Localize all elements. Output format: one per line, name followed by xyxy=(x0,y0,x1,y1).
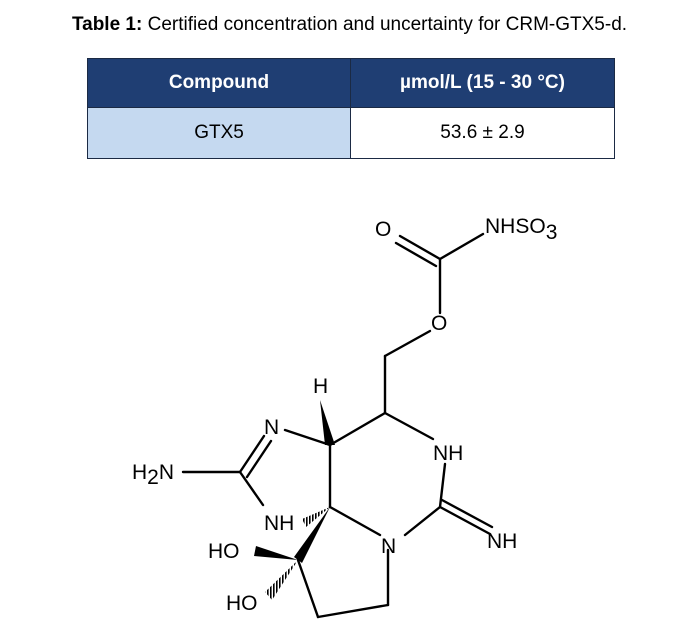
structure-bonds xyxy=(181,232,494,619)
table-header-row: Compound µmol/L (15 - 30 °C) xyxy=(87,58,615,108)
wedge-bond xyxy=(294,507,330,563)
atom-nh-imine: NH xyxy=(487,530,517,553)
cell-compound: GTX5 xyxy=(87,107,351,159)
wedge-bond xyxy=(320,400,335,445)
atom-so3-subscript: 3 xyxy=(546,221,558,244)
atom-h: H xyxy=(313,375,328,398)
atom-n-pyrrol: N xyxy=(381,535,396,558)
caption-text: Certified concentration and uncertainty … xyxy=(147,14,628,35)
header-compound: Compound xyxy=(87,58,351,108)
atom-o-carbonyl: O xyxy=(375,218,391,241)
atom-nh-bridge: NH xyxy=(264,512,294,535)
atom-nhso: NHSO xyxy=(485,215,546,238)
cell-concentration: 53.6 ± 2.9 xyxy=(350,107,615,159)
wedge-bond xyxy=(254,546,298,560)
atom-ho-lower: HO xyxy=(226,592,258,615)
hash-bond xyxy=(302,507,330,527)
atom-ho-upper: HO xyxy=(208,540,240,563)
atom-nh-ring: NH xyxy=(433,442,463,465)
atom-n-imidazole: N xyxy=(264,416,279,439)
svg-text:NHSO3: NHSO3 xyxy=(485,215,557,244)
concentration-table: Compound µmol/L (15 - 30 °C) GTX5 53.6 ±… xyxy=(87,58,615,159)
atom-h2n-h: H xyxy=(132,461,147,484)
hash-bond xyxy=(265,560,298,600)
table-row: GTX5 53.6 ± 2.9 xyxy=(87,107,615,159)
table-caption: Table 1: Certified concentration and unc… xyxy=(0,14,699,36)
atom-h2n-subscript: 2 xyxy=(147,466,159,489)
atom-o-ester: O xyxy=(431,312,447,335)
atom-h2n-n: N xyxy=(159,461,174,484)
header-concentration: µmol/L (15 - 30 °C) xyxy=(350,58,615,108)
caption-label: Table 1: xyxy=(71,14,143,35)
svg-text:H2N: H2N xyxy=(132,461,174,489)
